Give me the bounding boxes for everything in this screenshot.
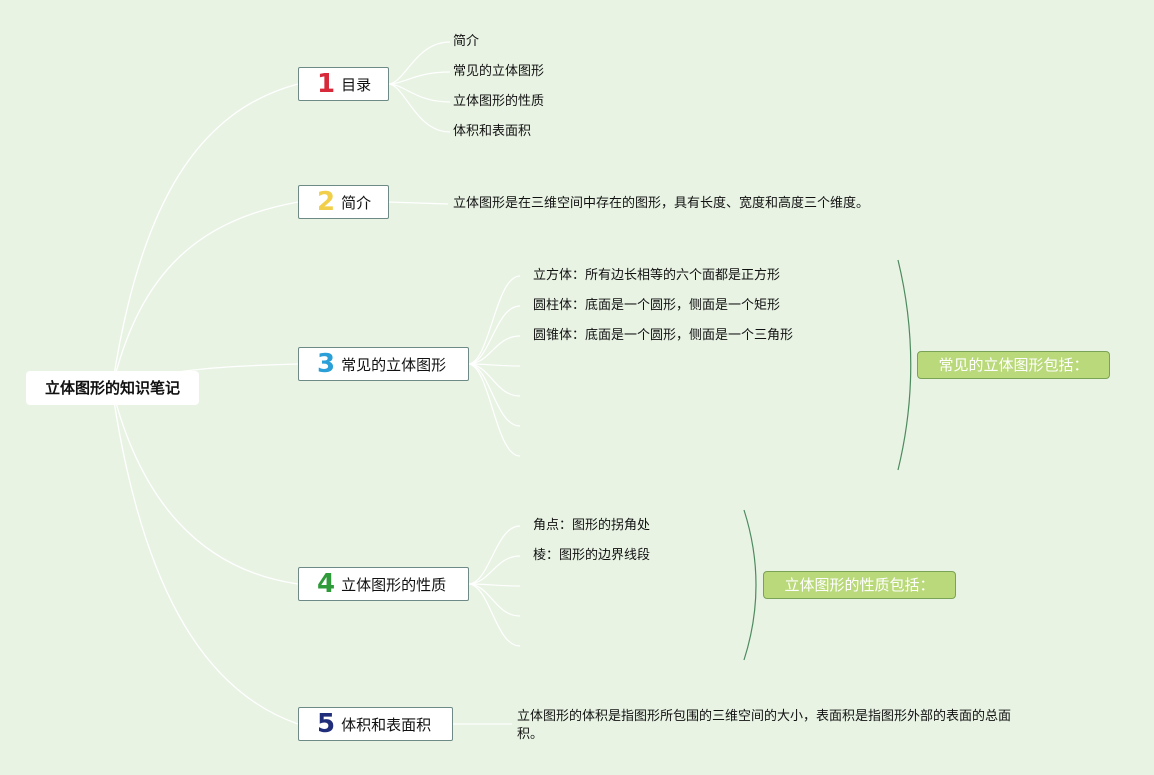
branch-intro[interactable]: 2 简介 xyxy=(298,185,389,219)
branch-label: 目录 xyxy=(341,75,372,94)
branch-label: 体积和表面积 xyxy=(341,715,432,734)
toc-item[interactable]: 体积和表面积 xyxy=(453,124,532,139)
branch-toc[interactable]: 1 目录 xyxy=(298,67,389,101)
branch-volume-area[interactable]: 5 体积和表面积 xyxy=(298,707,453,741)
toc-item[interactable]: 常见的立体图形 xyxy=(453,64,545,79)
property-item-edge[interactable]: 棱：图形的边界线段 xyxy=(533,548,651,563)
summary-properties[interactable]: 立体图形的性质包括： xyxy=(763,571,956,599)
branch-properties[interactable]: 4 立体图形的性质 xyxy=(298,567,469,601)
root-topic[interactable]: 立体图形的知识笔记 xyxy=(26,371,199,405)
volume-area-text[interactable]: 立体图形的体积是指图形所包围的三维空间的大小，表面积是指图形外部的表面的总面积。 xyxy=(517,709,1012,742)
number-two-icon: 2 xyxy=(317,187,336,217)
branch-common-shapes[interactable]: 3 常见的立体图形 xyxy=(298,347,469,381)
shape-item-cylinder[interactable]: 圆柱体：底面是一个圆形，侧面是一个矩形 xyxy=(533,298,781,313)
branch-label: 立体图形的性质 xyxy=(341,575,447,594)
intro-text[interactable]: 立体图形是在三维空间中存在的图形，具有长度、宽度和高度三个维度。 xyxy=(453,196,870,211)
summary-common-shapes[interactable]: 常见的立体图形包括： xyxy=(917,351,1110,379)
number-four-icon: 4 xyxy=(317,569,336,599)
number-one-icon: 1 xyxy=(317,69,336,99)
toc-item[interactable]: 立体图形的性质 xyxy=(453,94,545,109)
branch-label: 简介 xyxy=(341,193,372,212)
shape-item-cone[interactable]: 圆锥体：底面是一个圆形，侧面是一个三角形 xyxy=(533,328,794,343)
number-five-icon: 5 xyxy=(317,709,336,739)
property-item-vertex[interactable]: 角点：图形的拐角处 xyxy=(533,518,651,533)
shape-item-cube[interactable]: 立方体：所有边长相等的六个面都是正方形 xyxy=(533,268,781,283)
number-three-icon: 3 xyxy=(317,349,336,379)
toc-item[interactable]: 简介 xyxy=(453,34,480,49)
branch-label: 常见的立体图形 xyxy=(341,355,447,374)
